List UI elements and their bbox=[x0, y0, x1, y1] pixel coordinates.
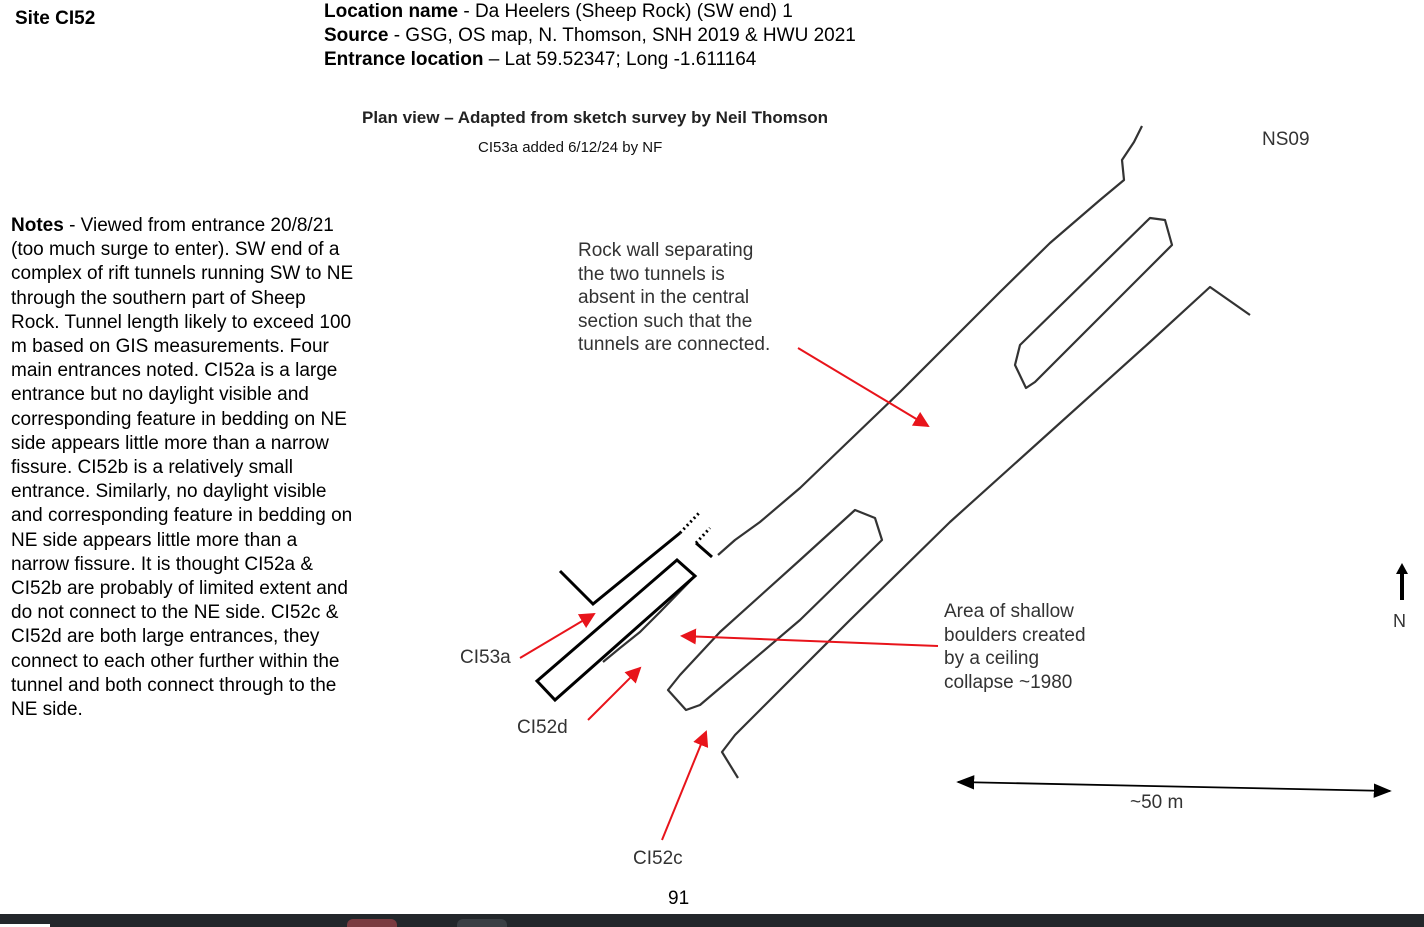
note-line: collapse ~1980 bbox=[944, 671, 1073, 693]
note-line: absent in the central bbox=[578, 287, 750, 308]
location-line: Location name - Da Heelers (Sheep Rock) … bbox=[324, 0, 856, 24]
location-value: - Da Heelers (Sheep Rock) (SW end) 1 bbox=[458, 1, 793, 22]
entrance-line: Entrance location – Lat 59.52347; Long -… bbox=[324, 48, 856, 72]
rock-wall-note: Rock wall separating the two tunnels is … bbox=[578, 239, 770, 357]
source-value: - GSG, OS map, N. Thomson, SNH 2019 & HW… bbox=[388, 25, 856, 46]
grid-ref: NS09 bbox=[1262, 129, 1310, 150]
upper-rock-island bbox=[1013, 216, 1174, 390]
ci53a-arrow bbox=[519, 612, 596, 659]
notes: Notes - Viewed from entrance 20/8/21 (to… bbox=[11, 214, 356, 722]
entrance-label: Entrance location bbox=[324, 49, 484, 70]
site-title: Site CI52 bbox=[15, 8, 96, 29]
label-ci53a: CI53a bbox=[460, 647, 511, 668]
notes-label: Notes bbox=[11, 215, 64, 236]
se-tunnel-wall bbox=[720, 285, 1251, 779]
note-line: the two tunnels is bbox=[578, 263, 725, 285]
lower-rock-island bbox=[666, 508, 884, 712]
ci53a-dotted-1 bbox=[678, 510, 702, 535]
nw-tunnel-wall bbox=[717, 125, 1143, 556]
taskbar bbox=[0, 914, 1424, 927]
ci53a-l-wall bbox=[558, 531, 681, 607]
note-line: boulders created bbox=[944, 624, 1086, 646]
ci52c-arrow bbox=[661, 730, 709, 841]
added-note: CI53a added 6/12/24 by NF bbox=[478, 139, 663, 156]
note-line: Rock wall separating bbox=[578, 240, 754, 261]
boulders-arrow bbox=[680, 628, 939, 647]
notes-text: - Viewed from entrance 20/8/21 (too much… bbox=[11, 215, 354, 721]
label-ci52d: CI52d bbox=[517, 717, 568, 738]
north-label: N bbox=[1393, 611, 1406, 631]
rock-wall-arrow bbox=[797, 347, 930, 428]
scale-label: ~50 m bbox=[1130, 792, 1184, 813]
north-arrow-icon bbox=[1396, 563, 1408, 600]
taskbar-app-icon[interactable] bbox=[457, 919, 507, 927]
plan-title: Plan view – Adapted from sketch survey b… bbox=[362, 108, 829, 127]
taskbar-start[interactable] bbox=[0, 924, 50, 927]
scale-bar bbox=[956, 775, 1392, 798]
taskbar-app-icon[interactable] bbox=[347, 919, 397, 927]
note-line: tunnels are connected. bbox=[578, 334, 771, 355]
label-ci52c: CI52c bbox=[633, 848, 683, 869]
note-line: Area of shallow bbox=[944, 601, 1074, 622]
location-label: Location name bbox=[324, 1, 459, 22]
ci52d-arrow bbox=[587, 666, 642, 721]
header-block: Location name - Da Heelers (Sheep Rock) … bbox=[324, 0, 856, 72]
source-line: Source - GSG, OS map, N. Thomson, SNH 20… bbox=[324, 24, 856, 48]
source-label: Source bbox=[324, 25, 389, 46]
ci53a-dotted-2 bbox=[694, 526, 712, 545]
ci52d-wall bbox=[602, 575, 696, 663]
boulders-note: Area of shallow boulders created by a ce… bbox=[944, 600, 1086, 694]
entrance-value: – Lat 59.52347; Long -1.611164 bbox=[483, 49, 757, 70]
note-line: by a ceiling bbox=[944, 648, 1040, 669]
note-line: section such that the bbox=[578, 310, 753, 332]
ci53a-rect bbox=[534, 558, 698, 703]
page-number: 91 bbox=[668, 888, 690, 909]
ci53a-short-wall bbox=[695, 541, 713, 559]
